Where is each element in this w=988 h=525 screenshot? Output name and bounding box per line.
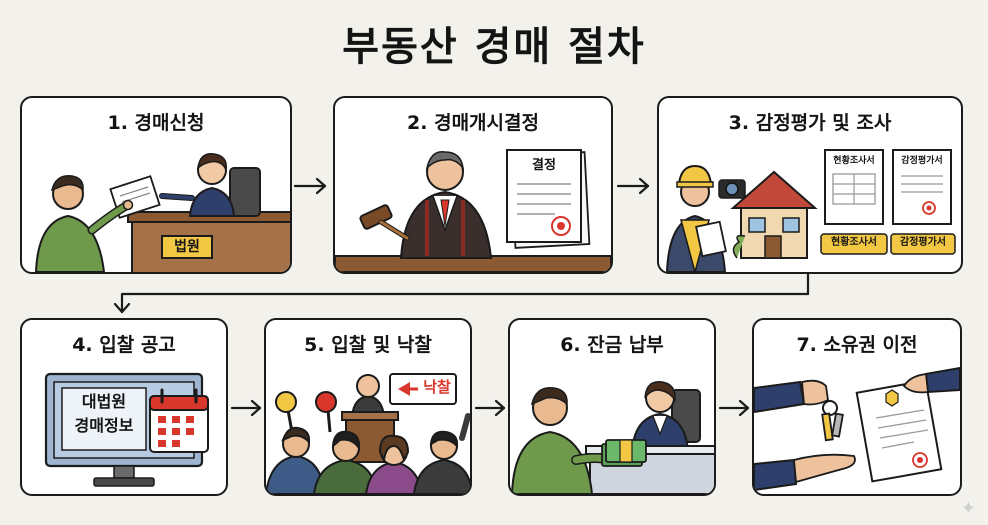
keys-icon xyxy=(822,401,843,440)
step-label: 1. 경매신청 xyxy=(22,108,290,135)
step-card-4: 4. 입찰 공고 대법원 경매정보 xyxy=(20,318,228,496)
sparkle-icon: ✦ xyxy=(961,498,976,519)
flow-return-line xyxy=(115,274,808,312)
step-label: 4. 입찰 공고 xyxy=(22,330,226,357)
status-report-doc-title: 현황조사서 xyxy=(825,156,883,167)
step-card-6: 6. 잔금 납부 xyxy=(508,318,716,496)
step-label: 3. 감정평가 및 조사 xyxy=(659,108,961,135)
step-card-7: 7. 소유권 이전 xyxy=(752,318,962,496)
arrow-right-icon xyxy=(295,179,325,193)
step-card-3: 3. 감정평가 및 조사 xyxy=(657,96,963,274)
step-label: 6. 잔금 납부 xyxy=(510,330,714,357)
step-label: 7. 소유권 이전 xyxy=(754,330,960,357)
calendar-icon xyxy=(150,390,208,452)
step-card-5: 5. 입찰 및 낙찰 xyxy=(264,318,472,496)
arrow-right-icon xyxy=(476,401,504,415)
arrow-right-icon xyxy=(232,401,260,415)
screen-text-line1: 대법원 xyxy=(62,392,146,411)
arrow-right-icon xyxy=(618,179,648,193)
appraisal-tag: 감정평가서 xyxy=(891,237,955,249)
court-filing-illustration xyxy=(22,138,290,272)
gavel-icon xyxy=(359,204,407,238)
step-label: 5. 입찰 및 낙찰 xyxy=(266,330,470,357)
decision-doc-title: 결정 xyxy=(507,158,581,174)
winning-bid-sign: 낙찰 xyxy=(418,378,456,396)
status-report-tag: 현황조사서 xyxy=(821,237,887,249)
step-card-2: 2. 경매개시결정 결정 xyxy=(333,96,613,274)
appraisal-doc-title: 감정평가서 xyxy=(893,156,951,167)
paddle-icon xyxy=(276,392,296,432)
step-card-1: 1. 경매신청 법원 xyxy=(20,96,292,274)
step-label: 2. 경매개시결정 xyxy=(335,108,611,135)
court-sign: 법원 xyxy=(162,236,212,258)
camera-icon xyxy=(719,180,745,198)
balance-payment-illustration xyxy=(510,360,714,494)
money-icon xyxy=(602,440,646,466)
ownership-transfer-illustration xyxy=(754,360,960,494)
paddle-icon xyxy=(316,392,336,432)
screen-text-line2: 경매정보 xyxy=(62,416,146,435)
arrow-right-icon xyxy=(720,401,748,415)
document-icon xyxy=(857,381,942,482)
